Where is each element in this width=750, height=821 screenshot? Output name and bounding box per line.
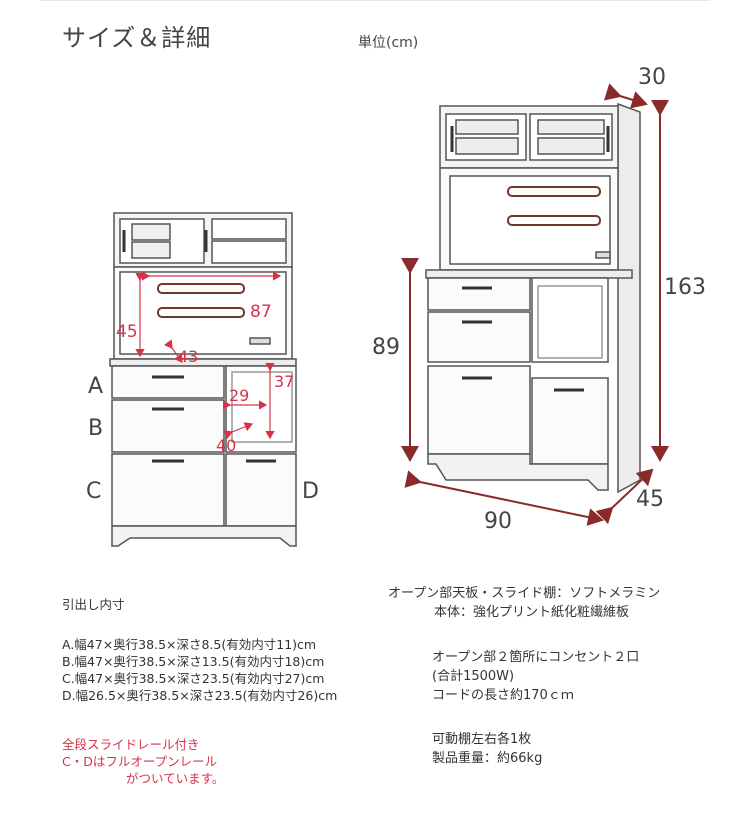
shelf-line: 可動棚左右各1枚 bbox=[432, 732, 532, 747]
rail-note-1: 全段スライドレール付き bbox=[62, 737, 200, 752]
dim-29: 29 bbox=[229, 386, 249, 405]
weight-line: 製品重量：約66kg bbox=[432, 751, 543, 766]
drawer-line-b: B.幅47×奥行38.5×深さ13.5(有効内寸18)cm bbox=[62, 654, 325, 669]
dim-45-large: 45 bbox=[636, 487, 664, 512]
dim-43: 43 bbox=[178, 347, 198, 366]
page-title: サイズ＆詳細 bbox=[62, 24, 212, 52]
dim-37: 37 bbox=[274, 372, 294, 391]
drawer-notes: 引出し内寸 bbox=[62, 596, 125, 613]
dim-45-small: 45 bbox=[116, 322, 138, 342]
large-cabinet-drawing bbox=[425, 102, 641, 494]
outlet-notes: オープン部２箇所にコンセント２口 (合計1500W) コードの長さ約170ｃｍ bbox=[432, 648, 639, 705]
drawer-notes-heading: 引出し内寸 bbox=[62, 597, 125, 612]
material-line-2: 本体：強化プリント紙化粧繊維板 bbox=[434, 605, 630, 620]
shelf-weight-notes: 可動棚左右各1枚 製品重量：約66kg bbox=[432, 730, 542, 768]
drawer-line-c: C.幅47×奥行38.5×深さ23.5(有効内寸27)cm bbox=[62, 671, 325, 686]
top-divider bbox=[40, 0, 710, 1]
drawer-letter-c: C bbox=[86, 479, 101, 504]
dim-87: 87 bbox=[250, 302, 272, 322]
drawer-line-d: D.幅26.5×奥行38.5×深さ23.5(有効内寸26)cm bbox=[62, 688, 338, 703]
drawer-line-a: A.幅47×奥行38.5×深さ8.5(有効内寸11)cm bbox=[62, 637, 317, 652]
large-dimension-arrows bbox=[401, 83, 669, 526]
drawer-dimension-list: A.幅47×奥行38.5×深さ8.5(有効内寸11)cm B.幅47×奥行38.… bbox=[62, 636, 337, 704]
outlet-line-2: (合計1500W) bbox=[432, 669, 515, 684]
drawer-letter-d: D bbox=[302, 479, 319, 504]
rail-notes: 全段スライドレール付き C・Dはフルオープンレール がついています。 bbox=[62, 736, 224, 787]
dim-163: 163 bbox=[664, 275, 706, 300]
rail-note-3: がついています。 bbox=[126, 771, 225, 786]
outlet-line-1: オープン部２箇所にコンセント２口 bbox=[432, 650, 640, 665]
dim-40: 40 bbox=[216, 436, 236, 455]
small-cabinet-drawing bbox=[109, 212, 297, 547]
dim-89: 89 bbox=[372, 335, 400, 360]
dim-30: 30 bbox=[638, 65, 666, 90]
rail-note-2: C・Dはフルオープンレール bbox=[62, 754, 218, 769]
drawer-letter-b: B bbox=[88, 416, 103, 441]
material-notes: オープン部天板・スライド棚：ソフトメラミン 本体：強化プリント紙化粧繊維板 bbox=[388, 584, 660, 622]
small-dimension-arrows bbox=[135, 271, 282, 440]
material-line-1: オープン部天板・スライド棚：ソフトメラミン bbox=[388, 586, 661, 601]
unit-label: 単位(cm) bbox=[358, 35, 419, 51]
dim-90: 90 bbox=[484, 509, 512, 534]
drawer-letter-a: A bbox=[88, 374, 103, 399]
outlet-line-3: コードの長さ約170ｃｍ bbox=[432, 688, 574, 703]
